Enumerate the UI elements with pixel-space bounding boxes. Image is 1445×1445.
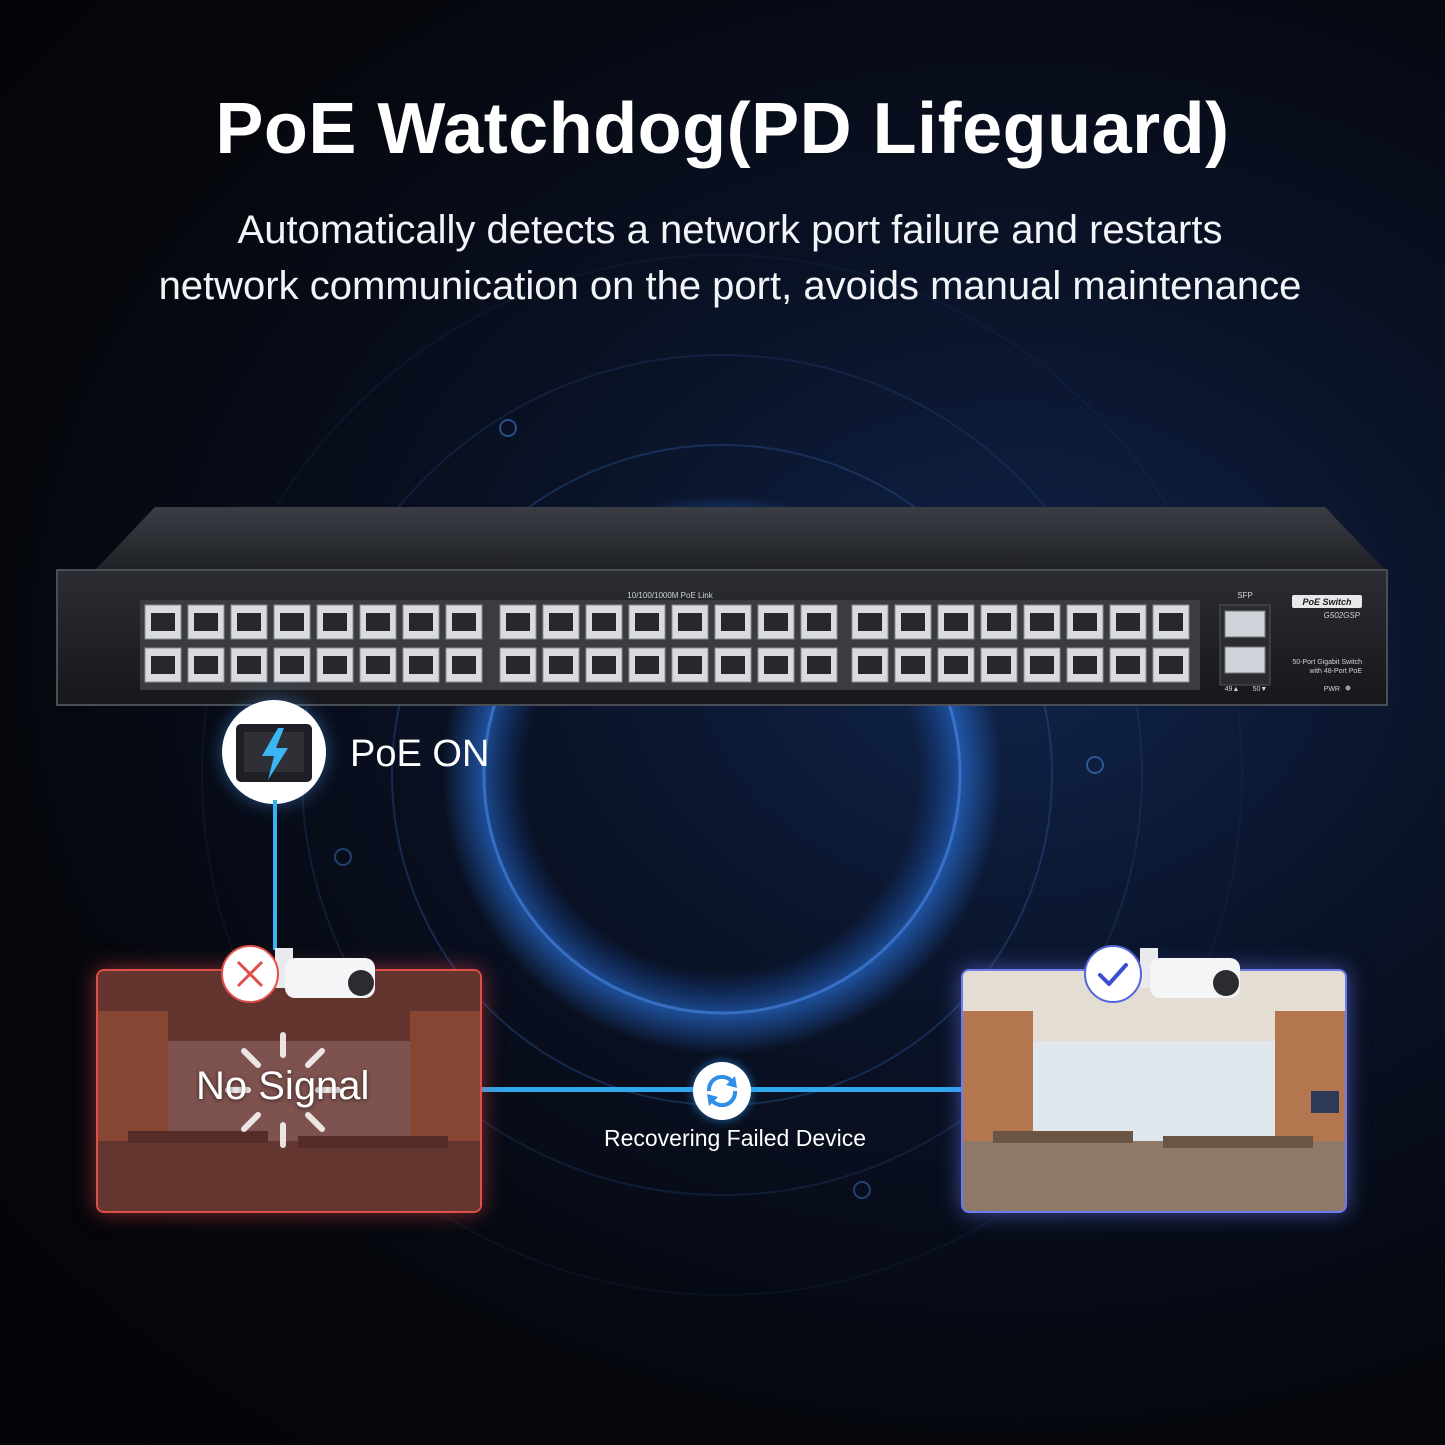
rj45-port-socket	[1073, 656, 1097, 674]
rj45-port-socket	[944, 613, 968, 631]
rj45-port-socket	[1030, 613, 1054, 631]
x-mark-icon	[236, 960, 264, 988]
poe-connection-line	[273, 800, 277, 950]
camera-failed-icon	[275, 948, 375, 998]
rj45-port-socket	[409, 656, 433, 674]
sfp-port-50-label: 50▼	[1253, 686, 1268, 693]
rj45-port-socket	[1116, 656, 1140, 674]
rj45-port-socket	[678, 656, 702, 674]
rj45-port-socket	[366, 656, 390, 674]
switch-description-1: 50-Port Gigabit Switch	[1292, 659, 1362, 666]
sfp-slot	[1224, 646, 1266, 674]
rj45-port-socket	[1159, 656, 1183, 674]
subtitle-line-1: Automatically detects a network port fai…	[237, 208, 1223, 252]
switch-pwr-label: PWR	[1324, 686, 1340, 693]
rj45-port-socket	[506, 613, 530, 631]
subtitle-line-2: network communication on the port, avoid…	[158, 264, 1302, 308]
failed-camera-view	[96, 969, 482, 1213]
rj45-port-socket	[987, 656, 1011, 674]
poe-on-badge	[222, 700, 326, 804]
rj45-port-socket	[678, 613, 702, 631]
rj45-port-socket	[194, 656, 218, 674]
rj45-port-socket	[635, 613, 659, 631]
switch-description-2: with 48-Port PoE	[1308, 668, 1362, 675]
success-badge	[1084, 945, 1142, 1003]
switch-top-label: 10/100/1000M PoE Link	[627, 591, 713, 600]
recovery-badge	[693, 1062, 751, 1120]
rj45-port-socket	[901, 613, 925, 631]
failure-badge	[221, 945, 279, 1003]
sfp-port-49-label: 49▲	[1225, 686, 1240, 693]
rj45-port-socket	[280, 656, 304, 674]
rj45-port-socket	[323, 656, 347, 674]
camera-recovered-icon	[1140, 948, 1240, 998]
rj45-port-socket	[1116, 613, 1140, 631]
switch-sfp-label: SFP	[1237, 591, 1253, 600]
page-subtitle: Automatically detects a network port fai…	[80, 202, 1380, 314]
rj45-port-socket	[151, 656, 175, 674]
sfp-slot	[1224, 610, 1266, 638]
rj45-port-socket	[635, 656, 659, 674]
rj45-port-socket	[409, 613, 433, 631]
rj45-port-socket	[592, 613, 616, 631]
refresh-icon	[706, 1074, 738, 1108]
poe-switch-device: 10/100/1000M PoE Link SFP PoE Switch G50…	[56, 507, 1388, 706]
rj45-port-socket	[366, 613, 390, 631]
rj45-port-socket	[237, 613, 261, 631]
rj45-port-socket	[858, 613, 882, 631]
rj45-port-socket	[721, 613, 745, 631]
checkmark-icon	[1098, 963, 1128, 986]
rj45-port-socket	[858, 656, 882, 674]
pwr-led	[1345, 685, 1351, 691]
rj45-port-socket	[151, 613, 175, 631]
rj45-port-socket	[1159, 613, 1183, 631]
rj45-port-socket	[1073, 613, 1097, 631]
office-scene-dim	[98, 971, 480, 1211]
rj45-port-socket	[506, 656, 530, 674]
rj45-port-socket	[549, 613, 573, 631]
rj45-port-socket	[549, 656, 573, 674]
rj45-port-socket	[944, 656, 968, 674]
rj45-port-socket	[721, 656, 745, 674]
rj45-port-socket	[987, 613, 1011, 631]
rj45-port-socket	[323, 613, 347, 631]
loading-spinner-icon	[225, 1032, 341, 1148]
rj45-port-socket	[1030, 656, 1054, 674]
rj45-port-socket	[592, 656, 616, 674]
rj45-port-socket	[764, 613, 788, 631]
rj45-port-socket	[807, 656, 831, 674]
no-signal-label: No Signal	[196, 1064, 370, 1108]
rj45-port-socket	[452, 656, 476, 674]
rj45-port-socket	[194, 613, 218, 631]
rj45-port-socket	[764, 656, 788, 674]
switch-model: G502GSP	[1324, 611, 1361, 620]
rj45-port-socket	[237, 656, 261, 674]
poe-on-label: PoE ON	[350, 733, 490, 775]
switch-brand-label: PoE Switch	[1302, 597, 1352, 607]
rj45-port-socket	[807, 613, 831, 631]
page-title: PoE Watchdog(PD Lifeguard)	[215, 89, 1230, 169]
rj45-port-socket	[901, 656, 925, 674]
recovery-label: Recovering Failed Device	[603, 1125, 867, 1151]
rj45-port-socket	[280, 613, 304, 631]
office-scene-bright	[963, 971, 1345, 1211]
lightning-port-icon	[236, 724, 312, 782]
rj45-port-socket	[452, 613, 476, 631]
